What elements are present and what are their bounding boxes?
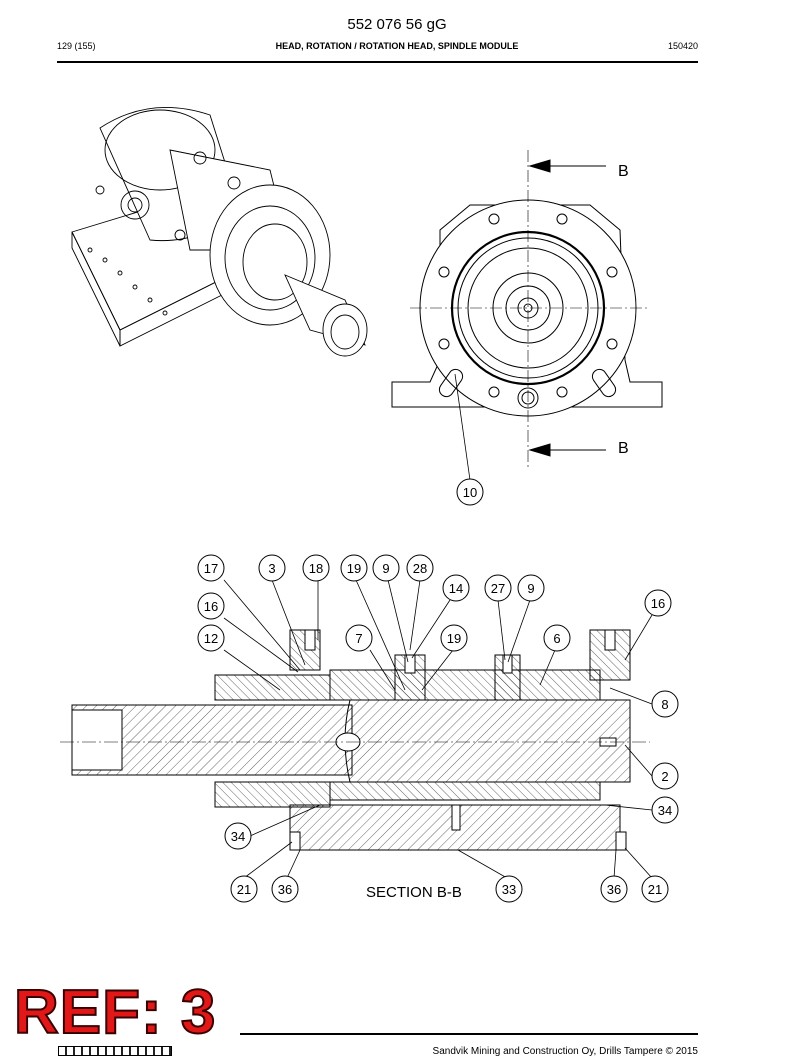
- callout-16a: 16: [197, 592, 225, 620]
- svg-text:33: 33: [502, 882, 516, 897]
- ref-stamp: REF: 3: [13, 978, 217, 1047]
- callout-7: 7: [345, 624, 373, 652]
- svg-text:9: 9: [382, 561, 389, 576]
- isometric-view: [71, 107, 368, 357]
- svg-text:19: 19: [447, 631, 461, 646]
- page-title: HEAD, ROTATION / ROTATION HEAD, SPINDLE …: [275, 41, 519, 51]
- callout-9b: 9: [517, 574, 545, 602]
- svg-text:2: 2: [661, 769, 668, 784]
- callout-19b: 19: [440, 624, 468, 652]
- callout-12: 12: [197, 624, 225, 652]
- svg-text:21: 21: [237, 882, 251, 897]
- header-rule: [57, 61, 698, 63]
- section-marker-top: B: [618, 163, 629, 180]
- svg-text:16: 16: [204, 599, 218, 614]
- front-view: [391, 150, 663, 481]
- callout-8: 8: [651, 690, 679, 718]
- callout-10: 10: [456, 478, 484, 506]
- svg-text:34: 34: [231, 829, 245, 844]
- callout-balloons: 10 17 3 18 19 9 28 14 27 9 16 16 12 7 19…: [197, 478, 679, 903]
- svg-text:34: 34: [658, 803, 672, 818]
- callout-36a: 36: [271, 875, 299, 903]
- copyright-notice: Sandvik Mining and Construction Oy, Dril…: [432, 1046, 698, 1057]
- svg-text:21: 21: [648, 882, 662, 897]
- callout-21b: 21: [641, 875, 669, 903]
- svg-text:36: 36: [278, 882, 292, 897]
- svg-text:3: 3: [268, 561, 275, 576]
- svg-text:8: 8: [661, 697, 668, 712]
- document-date: 150420: [667, 41, 698, 51]
- footer-rule: [240, 1033, 698, 1035]
- svg-text:19: 19: [347, 561, 361, 576]
- section-label: SECTION B-B: [366, 884, 462, 901]
- callout-17: 17: [197, 554, 225, 582]
- callout-2: 2: [651, 762, 679, 790]
- page-count: 129 (155): [57, 41, 96, 51]
- svg-text:14: 14: [449, 581, 463, 596]
- svg-text:36: 36: [607, 882, 621, 897]
- callout-9a: 9: [372, 554, 400, 582]
- callout-18: 18: [302, 554, 330, 582]
- callout-27: 27: [484, 574, 512, 602]
- callout-34a: 34: [224, 822, 252, 850]
- svg-text:9: 9: [527, 581, 534, 596]
- svg-text:6: 6: [553, 631, 560, 646]
- callout-21a: 21: [230, 875, 258, 903]
- callout-34b: 34: [651, 796, 679, 824]
- svg-text:10: 10: [463, 485, 477, 500]
- callout-6: 6: [543, 624, 571, 652]
- section-view: [60, 579, 653, 879]
- callout-36b: 36: [600, 875, 628, 903]
- callout-14: 14: [442, 574, 470, 602]
- svg-text:7: 7: [355, 631, 362, 646]
- svg-text:28: 28: [413, 561, 427, 576]
- callout-28: 28: [406, 554, 434, 582]
- document-number: 552 076 56 gG: [347, 16, 447, 33]
- svg-text:16: 16: [651, 596, 665, 611]
- section-marker-bottom: B: [618, 440, 629, 457]
- callout-16b: 16: [644, 589, 672, 617]
- callout-3: 3: [258, 554, 286, 582]
- svg-text:18: 18: [309, 561, 323, 576]
- sandvik-logo: [58, 1046, 172, 1056]
- callout-19a: 19: [340, 554, 368, 582]
- svg-text:12: 12: [204, 631, 218, 646]
- svg-text:27: 27: [491, 581, 505, 596]
- callout-33: 33: [495, 875, 523, 903]
- svg-text:17: 17: [204, 561, 218, 576]
